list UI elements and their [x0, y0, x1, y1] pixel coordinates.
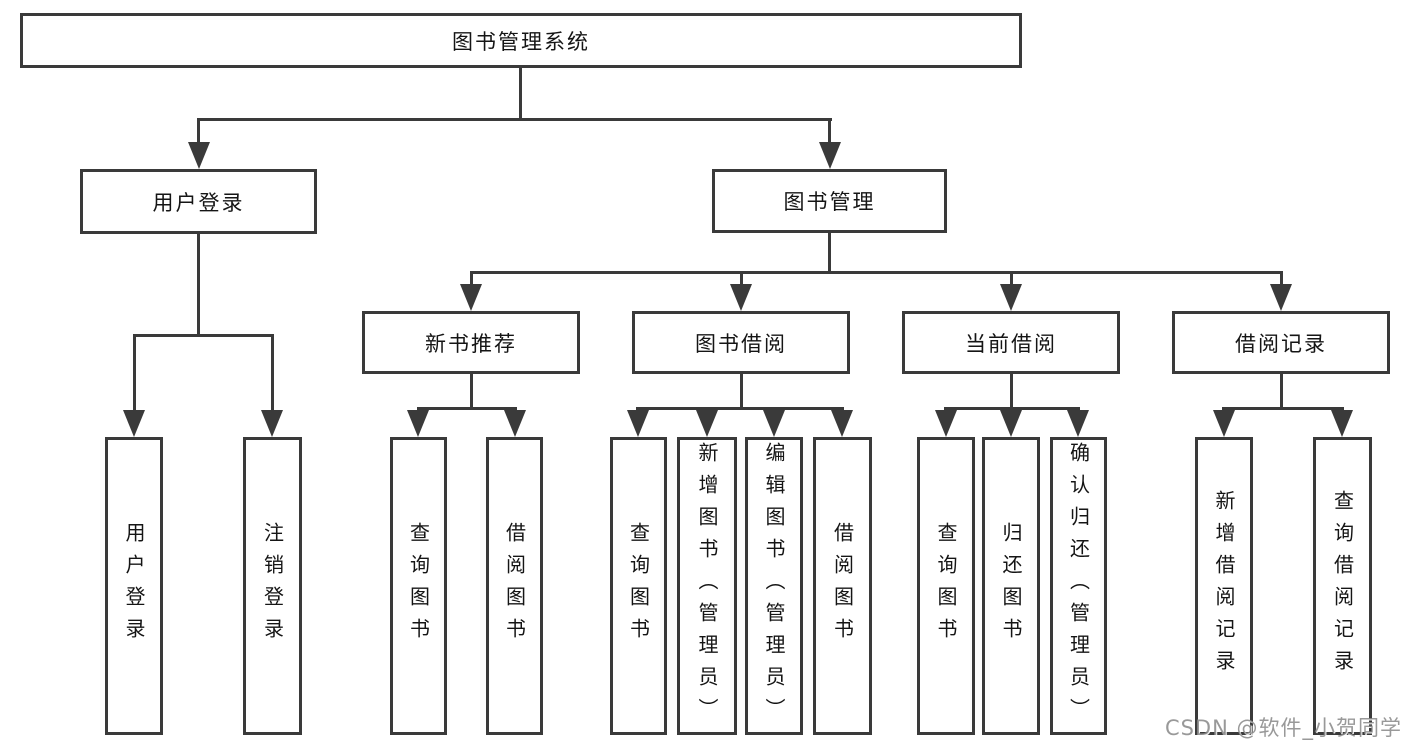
connector-line — [740, 374, 743, 410]
node-label: 图书管理系统 — [452, 29, 590, 54]
node-library-system: 图书管理系统 — [20, 13, 1022, 68]
node-label: 查询借阅记录 — [1330, 490, 1355, 682]
node-label: 查询图书 — [934, 522, 958, 650]
connector-line — [519, 68, 522, 121]
node-label: 新增借阅记录 — [1212, 490, 1236, 682]
node-label: 用户登录 — [152, 190, 245, 215]
arrowhead-down-icon — [1270, 284, 1292, 311]
arrowhead-down-icon — [935, 410, 957, 437]
connector-line — [470, 374, 473, 410]
arrowhead-down-icon — [1000, 284, 1022, 311]
leaf-query-books-recommend: 查询图书 — [390, 437, 447, 735]
connector-line — [828, 118, 831, 150]
node-new-book-recommend: 新书推荐 — [362, 311, 580, 374]
arrowhead-down-icon — [730, 284, 752, 311]
arrowhead-down-icon — [188, 142, 210, 169]
node-label: 确认归还（管理员） — [1066, 442, 1091, 730]
connector-line — [133, 334, 274, 337]
arrowhead-down-icon — [1000, 410, 1022, 437]
node-label: 新增图书（管理员） — [695, 442, 719, 730]
arrowhead-down-icon — [696, 410, 718, 437]
arrowhead-down-icon — [627, 410, 649, 437]
node-borrow-records: 借阅记录 — [1172, 311, 1390, 374]
connector-line — [1280, 374, 1283, 410]
node-current-borrowing: 当前借阅 — [902, 311, 1120, 374]
node-label: 图书借阅 — [695, 331, 787, 356]
connector-line — [470, 271, 473, 289]
arrowhead-down-icon — [1067, 410, 1089, 437]
connector-line — [1280, 271, 1283, 289]
connector-line — [1010, 374, 1013, 410]
connector-line — [740, 271, 743, 289]
leaf-borrow-books-borrowing: 借阅图书 — [813, 437, 872, 735]
leaf-edit-books-admin: 编辑图书（管理员） — [745, 437, 803, 735]
arrowhead-down-icon — [763, 410, 785, 437]
connector-line — [1222, 407, 1343, 410]
leaf-add-borrow-record: 新增借阅记录 — [1195, 437, 1253, 735]
node-book-management: 图书管理 — [712, 169, 947, 233]
node-label: 当前借阅 — [965, 331, 1057, 356]
node-label: 新书推荐 — [425, 331, 517, 356]
node-label: 查询图书 — [626, 522, 651, 650]
node-label: 借阅图书 — [830, 522, 855, 650]
connector-line — [197, 118, 200, 150]
node-label: 借阅记录 — [1235, 331, 1327, 356]
arrowhead-down-icon — [819, 142, 841, 169]
node-label: 用户登录 — [122, 522, 146, 650]
node-book-borrowing: 图书借阅 — [632, 311, 850, 374]
csdn-watermark: CSDN @软件_小贺同学 — [1164, 716, 1402, 740]
arrowhead-down-icon — [261, 410, 283, 437]
leaf-add-books-admin: 新增图书（管理员） — [677, 437, 737, 735]
connector-line — [1010, 271, 1013, 289]
node-label: 图书管理 — [783, 190, 876, 214]
leaf-confirm-return-admin: 确认归还（管理员） — [1050, 437, 1107, 735]
arrowhead-down-icon — [831, 410, 853, 437]
leaf-query-books-borrowing: 查询图书 — [610, 437, 667, 735]
arrowhead-down-icon — [407, 410, 429, 437]
connector-line — [197, 234, 200, 337]
node-label: 编辑图书（管理员） — [762, 442, 786, 730]
leaf-query-borrow-record: 查询借阅记录 — [1313, 437, 1372, 735]
leaf-logout: 注销登录 — [243, 437, 302, 735]
arrowhead-down-icon — [460, 284, 482, 311]
leaf-return-books: 归还图书 — [982, 437, 1040, 735]
node-label: 查询图书 — [406, 522, 431, 650]
connector-line — [636, 407, 844, 410]
node-label: 归还图书 — [999, 522, 1023, 650]
arrowhead-down-icon — [123, 410, 145, 437]
connector-line — [271, 334, 274, 414]
connector-line — [133, 334, 136, 414]
arrowhead-down-icon — [504, 410, 526, 437]
arrowhead-down-icon — [1331, 410, 1353, 437]
connector-line — [198, 118, 832, 121]
connector-line — [470, 271, 1283, 274]
leaf-borrow-books-recommend: 借阅图书 — [486, 437, 543, 735]
leaf-user-login: 用户登录 — [105, 437, 163, 735]
node-label: 注销登录 — [260, 522, 285, 650]
leaf-query-books-current: 查询图书 — [917, 437, 975, 735]
connector-line — [828, 233, 831, 274]
connector-line — [417, 407, 517, 410]
node-label: 借阅图书 — [502, 522, 527, 650]
node-user-login: 用户登录 — [80, 169, 317, 234]
arrowhead-down-icon — [1213, 410, 1235, 437]
